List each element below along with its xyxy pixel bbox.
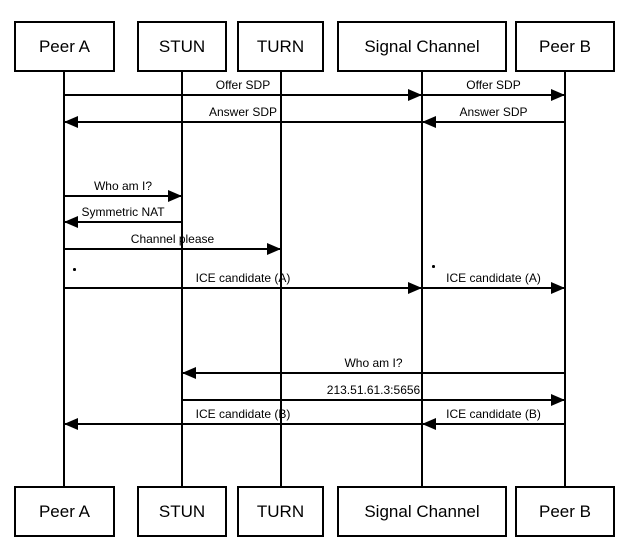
message-line-ice-candidate-b-1 [64, 423, 422, 425]
message-line-answer-sdp-2 [422, 121, 565, 123]
message-label-who-am-i-a: Who am I? [93, 179, 153, 193]
arrowhead-left-icon [64, 215, 78, 228]
message-line-offer-sdp-1 [64, 94, 422, 96]
actor-box-bottom-turn: TURN [237, 486, 324, 537]
actor-label-signal-channel: Signal Channel [364, 501, 480, 521]
lifeline-turn [280, 72, 282, 486]
message-line-offer-sdp-2 [422, 94, 565, 96]
arrowhead-left-icon [182, 366, 196, 379]
message-label-offer-sdp-2: Offer SDP [466, 78, 521, 92]
message-label-answer-sdp-1: Answer SDP [208, 105, 278, 119]
actor-box-bottom-stun: STUN [137, 486, 227, 537]
period-dot-2 [432, 265, 435, 268]
actor-label-peer-b: Peer B [539, 36, 591, 56]
arrowhead-right-icon [408, 88, 422, 101]
arrowhead-left-icon [64, 115, 78, 128]
message-label-offer-sdp-1: Offer SDP [215, 78, 271, 92]
actor-box-top-stun: STUN [137, 21, 227, 72]
arrowhead-left-icon [422, 115, 436, 128]
actor-box-top-peer-b: Peer B [515, 21, 615, 72]
actor-box-top-turn: TURN [237, 21, 324, 72]
actor-label-stun: STUN [158, 36, 206, 56]
actor-label-turn: TURN [256, 36, 305, 56]
arrowhead-right-icon [168, 189, 182, 202]
lifeline-peer-a [63, 72, 65, 486]
message-line-ice-candidate-a-1 [64, 287, 422, 289]
actor-label-stun: STUN [158, 501, 206, 521]
arrowhead-right-icon [551, 281, 565, 294]
message-label-answer-sdp-2: Answer SDP [459, 105, 528, 119]
lifeline-peer-b [564, 72, 566, 486]
arrowhead-right-icon [267, 242, 281, 255]
message-label-stun-address: 213.51.61.3:5656 [326, 383, 421, 397]
lifeline-signal-channel [421, 72, 423, 486]
arrowhead-left-icon [64, 417, 78, 430]
message-line-symmetric-nat [64, 221, 182, 223]
message-line-who-am-i-a [64, 195, 182, 197]
actor-box-top-peer-a: Peer A [14, 21, 115, 72]
message-line-answer-sdp-1 [64, 121, 422, 123]
message-label-ice-candidate-a-1: ICE candidate (A) [195, 271, 291, 285]
message-label-ice-candidate-b-2: ICE candidate (B) [446, 407, 541, 421]
actor-label-signal-channel: Signal Channel [364, 36, 480, 56]
actor-label-peer-a: Peer A [38, 36, 91, 56]
actor-box-bottom-peer-b: Peer B [515, 486, 615, 537]
actor-box-bottom-signal-channel: Signal Channel [337, 486, 507, 537]
message-label-ice-candidate-a-2: ICE candidate (A) [446, 271, 541, 285]
arrowhead-right-icon [551, 88, 565, 101]
actor-box-bottom-peer-a: Peer A [14, 486, 115, 537]
message-label-channel-please: Channel please [130, 232, 215, 246]
message-line-ice-candidate-b-2 [422, 423, 565, 425]
message-label-symmetric-nat: Symmetric NAT [81, 205, 165, 219]
message-line-ice-candidate-a-2 [422, 287, 565, 289]
actor-box-top-signal-channel: Signal Channel [337, 21, 507, 72]
message-line-channel-please [64, 248, 281, 250]
message-label-ice-candidate-b-1: ICE candidate (B) [195, 407, 291, 421]
lifeline-stun [181, 72, 183, 486]
message-label-who-am-i-b: Who am I? [344, 356, 403, 370]
actor-label-peer-a: Peer A [38, 501, 91, 521]
arrowhead-right-icon [408, 281, 422, 294]
message-line-who-am-i-b [182, 372, 565, 374]
arrowhead-right-icon [551, 393, 565, 406]
actor-label-turn: TURN [256, 501, 305, 521]
actor-label-peer-b: Peer B [539, 501, 591, 521]
period-dot-1 [73, 268, 76, 271]
message-line-stun-address [182, 399, 565, 401]
arrowhead-left-icon [422, 417, 436, 430]
